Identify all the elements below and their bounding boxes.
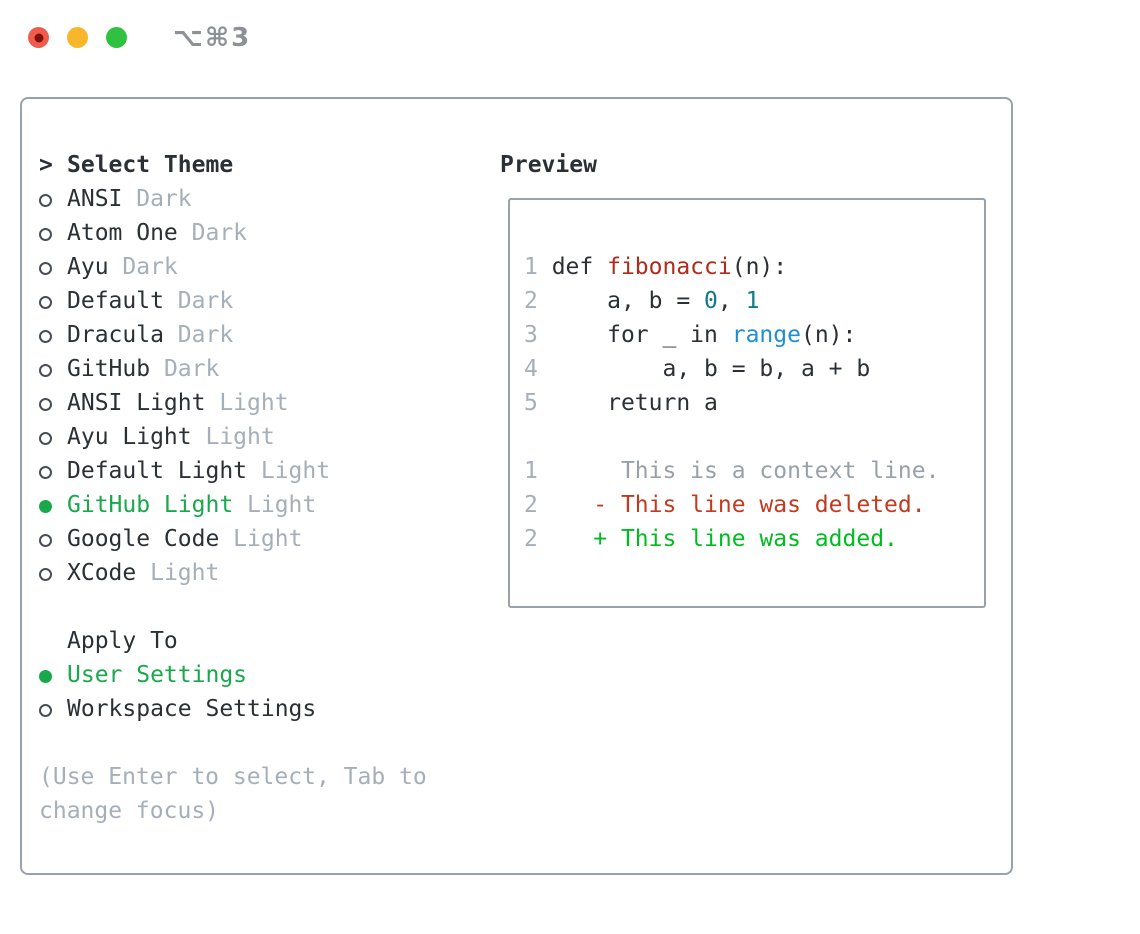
theme-option-ansi-light[interactable]: ANSI Light Light (39, 386, 463, 420)
option-label: XCode (67, 560, 137, 586)
option-variant-tag: Light (247, 458, 331, 484)
option-label: Workspace Settings (67, 696, 317, 722)
zoom-button[interactable] (106, 27, 127, 48)
option-label: Ayu Light (67, 424, 192, 450)
radio-icon (39, 318, 67, 352)
theme-option-github[interactable]: GitHub Dark (39, 352, 463, 386)
code-line: 1 This is a context line. (524, 458, 940, 484)
theme-option-github-light[interactable]: GitHub Light Light (39, 488, 463, 522)
theme-list-heading: Select Theme (67, 152, 234, 178)
close-button[interactable] (28, 27, 49, 48)
option-variant-tag: Dark (108, 254, 178, 280)
apply-to-heading-row: Apply To (39, 624, 463, 658)
radio-icon (39, 692, 67, 726)
radio-icon (39, 556, 67, 590)
code-line: 5 return a (524, 390, 718, 416)
radio-icon (39, 352, 67, 386)
code-line: 2 a, b = 0, 1 (524, 288, 760, 314)
radio-icon (39, 386, 67, 420)
option-variant-tag: Light (205, 390, 289, 416)
theme-option-default[interactable]: Default Dark (39, 284, 463, 318)
apply-to-heading: Apply To (67, 628, 178, 654)
apply-option-user-settings[interactable]: User Settings (39, 658, 463, 692)
option-variant-tag: Light (136, 560, 220, 586)
theme-option-default-light[interactable]: Default Light Light (39, 454, 463, 488)
option-label: Default (67, 288, 164, 314)
option-label: GitHub Light (67, 492, 234, 518)
theme-option-ayu-light[interactable]: Ayu Light Light (39, 420, 463, 454)
code-line: 3 for _ in range(n): (524, 322, 857, 348)
theme-option-xcode[interactable]: XCode Light (39, 556, 463, 590)
radio-selected-icon (39, 488, 67, 522)
option-label: Default Light (67, 458, 248, 484)
code-preview: 1 def fibonacci(n): 2 a, b = 0, 1 3 for _ … (524, 250, 980, 556)
minimize-button[interactable] (67, 27, 88, 48)
option-label: User Settings (67, 662, 248, 688)
radio-icon (39, 182, 67, 216)
option-variant-tag: Dark (150, 356, 220, 382)
theme-option-ansi[interactable]: ANSI Dark (39, 182, 463, 216)
option-label: Google Code (67, 526, 220, 552)
theme-option-dracula[interactable]: Dracula Dark (39, 318, 463, 352)
unsaved-dot-icon (34, 33, 43, 42)
preview-heading: Preview (500, 152, 597, 178)
code-line: 4 a, b = b, a + b (524, 356, 871, 382)
radio-icon (39, 420, 67, 454)
code-line: 2 - This line was deleted. (524, 492, 926, 518)
theme-list-heading-row: > Select Theme (39, 148, 463, 182)
prompt-icon: > (39, 152, 53, 178)
titlebar: ⌥⌘3 (0, 0, 1140, 75)
option-variant-tag: Dark (163, 322, 234, 348)
option-variant-tag: Light (191, 424, 275, 450)
option-label: ANSI (67, 186, 123, 212)
code-line: 2 + This line was added. (524, 526, 898, 552)
radio-icon (39, 284, 67, 318)
option-label: Dracula (67, 322, 164, 348)
theme-option-google-code[interactable]: Google Code Light (39, 522, 463, 556)
code-line: 1 def fibonacci(n): (524, 254, 788, 280)
option-label: ANSI Light (67, 390, 206, 416)
option-variant-tag: Dark (163, 288, 234, 314)
window-title: ⌥⌘3 (173, 22, 252, 53)
preview-box: 1 def fibonacci(n): 2 a, b = 0, 1 3 for _ … (508, 198, 986, 608)
spacer (39, 590, 463, 624)
option-variant-tag: Dark (177, 220, 248, 246)
option-label: Ayu (67, 254, 109, 280)
option-variant-tag: Dark (122, 186, 192, 212)
option-label: Atom One (67, 220, 178, 246)
radio-icon (39, 454, 67, 488)
radio-icon (39, 216, 67, 250)
option-label: GitHub (67, 356, 151, 382)
theme-option-ayu[interactable]: Ayu Dark (39, 250, 463, 284)
theme-option-atom-one[interactable]: Atom One Dark (39, 216, 463, 250)
radio-icon (39, 522, 67, 556)
radio-icon (39, 250, 67, 284)
apply-option-workspace-settings[interactable]: Workspace Settings (39, 692, 463, 726)
radio-selected-icon (39, 658, 67, 692)
option-variant-tag: Light (233, 492, 317, 518)
keyboard-hint: (Use Enter to select, Tab to change focu… (39, 764, 427, 824)
blank-line (524, 420, 980, 454)
option-variant-tag: Light (219, 526, 303, 552)
